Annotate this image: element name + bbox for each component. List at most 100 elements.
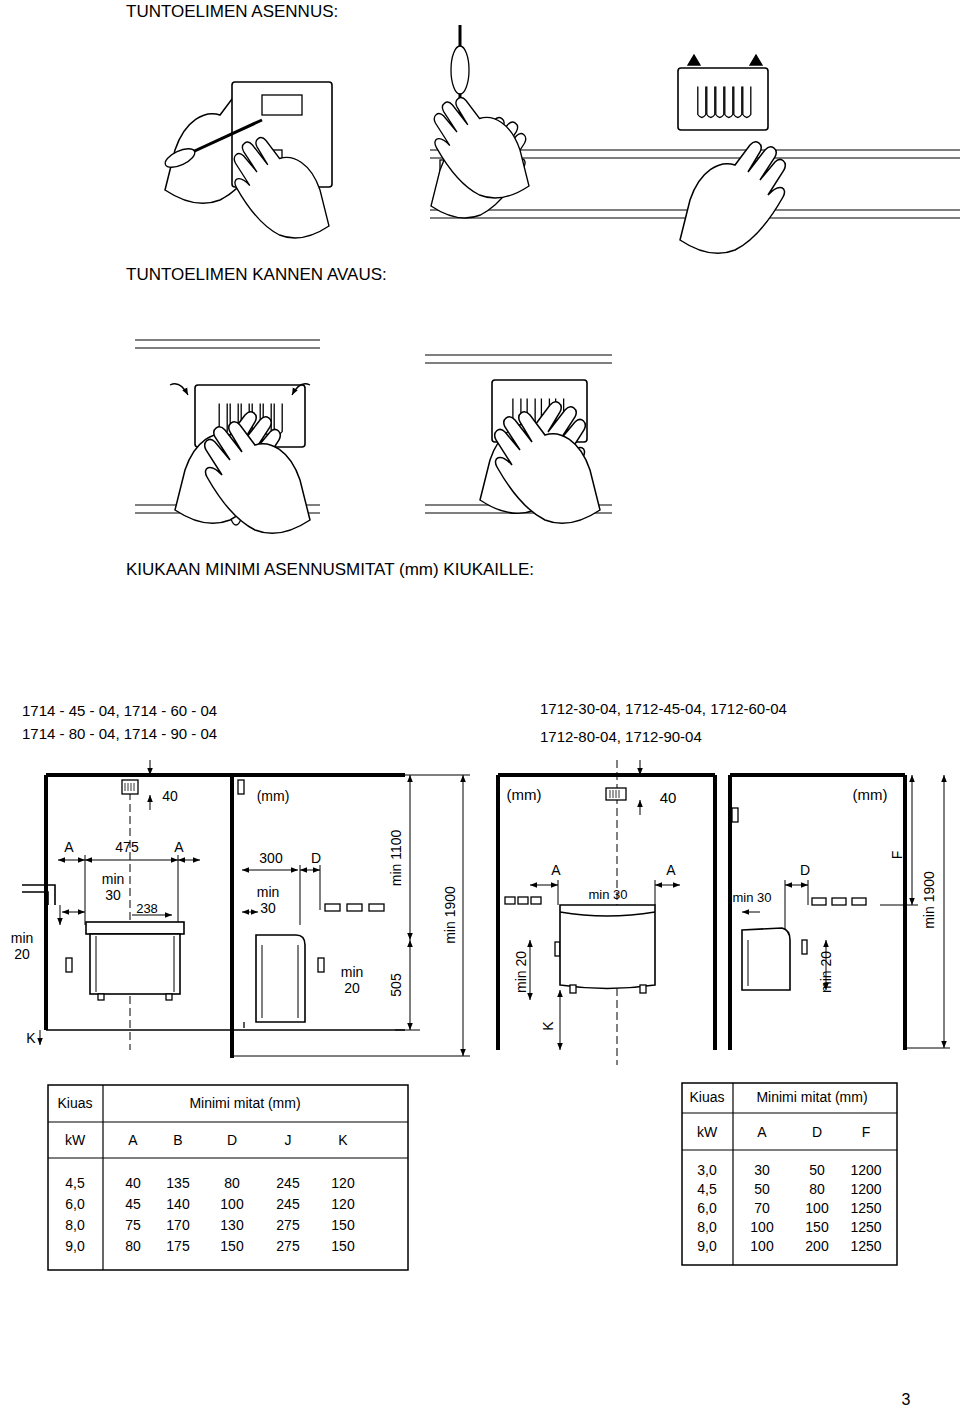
table-cell: K [338, 1132, 347, 1148]
dimension-label: min 1900 [442, 886, 458, 944]
dimension-line [178, 860, 200, 861]
table-frame [682, 1083, 897, 1265]
bench-board [812, 898, 826, 905]
table-cell: 50 [754, 1181, 770, 1197]
dimension-line [742, 912, 760, 913]
bench-board [325, 904, 340, 911]
bench-board [832, 898, 846, 905]
heater-side [742, 928, 790, 990]
thermal-guard [66, 958, 72, 972]
wall [903, 775, 907, 1050]
table-cell: 6,0 [65, 1196, 84, 1212]
dimension-label: min 20 [6, 930, 38, 962]
section-heading: TUNTOELIMEN ASENNUS: [126, 2, 338, 22]
table-cell: 6,0 [697, 1200, 716, 1216]
temperature-sensor [238, 780, 244, 794]
dimension-line [300, 870, 320, 871]
dimension-label: 40 [162, 788, 178, 804]
table-cell: 80 [125, 1238, 141, 1254]
dimension-label: min 20 [336, 964, 368, 996]
table-cell: A [128, 1132, 137, 1148]
bench-board [347, 904, 362, 911]
hand [205, 422, 310, 533]
table-cell: 1200 [850, 1162, 881, 1178]
hand [234, 138, 329, 238]
dimension-label: 505 [388, 973, 404, 996]
heater-foot [166, 994, 172, 1000]
table-cell: 150 [805, 1219, 828, 1235]
dimension-label: A [551, 862, 560, 878]
sensor-fin [619, 790, 620, 798]
table-cell: kW [65, 1132, 85, 1148]
page-number: 3 [902, 1391, 911, 1409]
dimension-label: min 30 [97, 871, 129, 903]
table-cell: Kiuas [689, 1089, 724, 1105]
table-cell: Minimi mitat (mm) [189, 1095, 300, 1111]
dimension-line [58, 860, 85, 861]
hand [680, 142, 785, 253]
turn-arrow [292, 384, 310, 395]
table-rule [48, 1157, 408, 1158]
dimension-label: 40 [660, 789, 677, 806]
dimension-label: K [540, 1021, 556, 1030]
table-cell: 100 [750, 1238, 773, 1254]
hand [434, 98, 529, 198]
dimension-label: D [800, 862, 810, 878]
model-numbers: 1712-80-04, 1712-90-04 [540, 728, 702, 745]
section-heading: TUNTOELIMEN KANNEN AVAUS: [126, 265, 387, 285]
heater-body [560, 905, 655, 989]
dimension-label: 238 [136, 902, 158, 917]
table-rule [682, 1149, 897, 1150]
screwdriver-handle [163, 145, 198, 171]
table-cell: 100 [805, 1200, 828, 1216]
dimension-line [410, 940, 411, 1030]
dimension-label: min 1100 [388, 830, 404, 887]
temperature-sensor [122, 780, 138, 794]
sensor-fin [616, 790, 617, 798]
dimension-label: 475 [115, 839, 138, 855]
sensor-fin [134, 783, 135, 791]
heater-panel [96, 936, 97, 992]
model-numbers: 1714 - 45 - 04, 1714 - 60 - 04 [22, 702, 217, 719]
extension-line [85, 855, 86, 925]
dimension-line [242, 870, 298, 871]
dimension-label: F [889, 851, 905, 860]
dimension-label: min 30 [732, 891, 771, 906]
table-cell: 100 [750, 1219, 773, 1235]
wall [496, 775, 500, 1050]
wall [713, 775, 717, 1050]
table-cell: 1250 [850, 1219, 881, 1235]
extension-line [178, 855, 179, 925]
hand [495, 412, 600, 523]
extension-line [655, 880, 656, 905]
sensor-fin [698, 87, 706, 118]
table-cell: 1250 [850, 1200, 881, 1216]
table-cell: 80 [809, 1181, 825, 1197]
table-cell: D [227, 1132, 237, 1148]
dimension-label: A [174, 839, 183, 855]
dimension-line [410, 775, 411, 940]
dimension-label: (mm) [853, 786, 888, 803]
table-cell: B [173, 1132, 182, 1148]
dimension-line [242, 912, 258, 913]
table-cell: 275 [276, 1238, 299, 1254]
heater-band [560, 912, 655, 916]
table-rule [102, 1085, 103, 1270]
sensor-fin [725, 87, 733, 118]
ceiling-rail [425, 354, 612, 355]
bench-board [369, 904, 384, 911]
heater-panel [174, 936, 175, 992]
dimension-label: min 30 [588, 888, 627, 903]
dimension-label: D [311, 850, 321, 866]
table-cell: 1250 [850, 1238, 881, 1254]
floor [46, 1029, 232, 1030]
table-cell: 8,0 [65, 1217, 84, 1233]
ceiling [498, 773, 715, 777]
ceiling-rail [135, 347, 320, 348]
table-cell: 200 [805, 1238, 828, 1254]
dimension-line [463, 775, 464, 1056]
table-cell: F [862, 1124, 871, 1140]
dimension-label: (mm) [257, 788, 290, 804]
heater-foot [640, 985, 646, 993]
table-cell: 150 [220, 1238, 243, 1254]
